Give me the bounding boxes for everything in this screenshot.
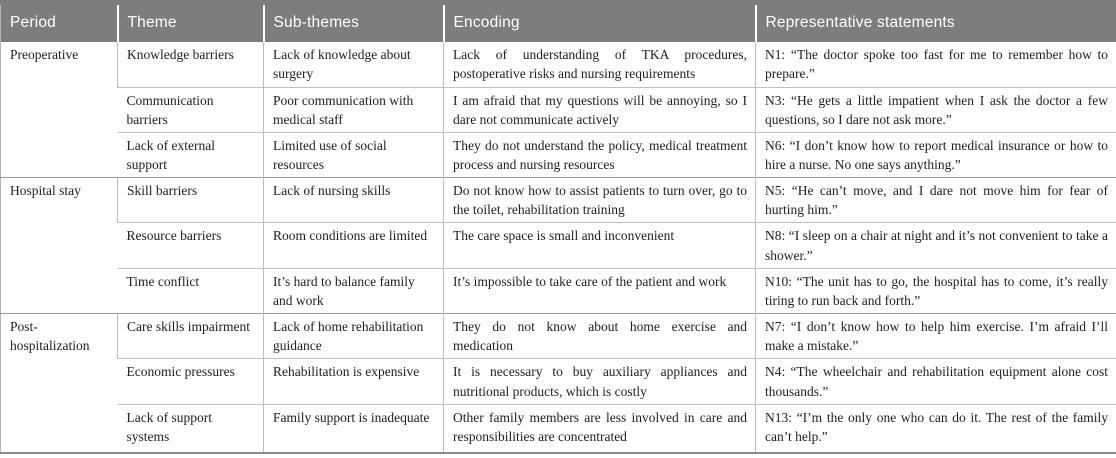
theme-cell: Skill barriers: [118, 178, 264, 223]
statement-cell: N8: “I sleep on a chair at night and it’…: [756, 223, 1116, 268]
statement-cell: N10: “The unit has to go, the hospital h…: [756, 268, 1116, 313]
subtheme-cell: Poor communication with medical staff: [264, 87, 444, 132]
period-cell: Hospital stay: [1, 178, 118, 314]
theme-cell: Communication barriers: [118, 87, 264, 132]
subtheme-cell: It’s hard to balance family and work: [264, 268, 444, 313]
theme-cell: Lack of external support: [118, 132, 264, 177]
column-header-period: Period: [1, 5, 118, 42]
period-cell: Preoperative: [1, 42, 118, 178]
period-cell: Post-hospitalization: [1, 314, 118, 454]
statement-cell: N6: “I don’t know how to report medical …: [756, 132, 1116, 177]
subtheme-cell: Rehabilitation is expensive: [264, 359, 444, 404]
theme-cell: Resource barriers: [118, 223, 264, 268]
column-header-sub-themes: Sub-themes: [264, 5, 444, 42]
subtheme-cell: Limited use of social resources: [264, 132, 444, 177]
encoding-cell: It is necessary to buy auxiliary applian…: [444, 359, 756, 404]
subtheme-cell: Lack of home rehabilitation guidance: [264, 314, 444, 359]
statement-cell: N1: “The doctor spoke too fast for me to…: [756, 42, 1116, 87]
encoding-cell: Do not know how to assist patients to tu…: [444, 178, 756, 223]
encoding-cell: They do not know about home exercise and…: [444, 314, 756, 359]
theme-cell: Knowledge barriers: [118, 42, 264, 87]
subtheme-cell: Lack of nursing skills: [264, 178, 444, 223]
theme-cell: Care skills impairment: [118, 314, 264, 359]
encoding-cell: The care space is small and inconvenient: [444, 223, 756, 268]
theme-cell: Time conflict: [118, 268, 264, 313]
statement-cell: N7: “I don’t know how to help him exerci…: [756, 314, 1116, 359]
subtheme-cell: Family support is inadequate: [264, 404, 444, 453]
encoding-cell: Lack of understanding of TKA procedures,…: [444, 42, 756, 87]
theme-cell: Economic pressures: [118, 359, 264, 404]
encoding-cell: Other family members are less involved i…: [444, 404, 756, 453]
column-header-representative-statements: Representative statements: [756, 5, 1116, 42]
encoding-cell: It’s impossible to take care of the pati…: [444, 268, 756, 313]
column-header-encoding: Encoding: [444, 5, 756, 42]
subtheme-cell: Lack of knowledge about surgery: [264, 42, 444, 87]
statement-cell: N3: “He gets a little impatient when I a…: [756, 87, 1116, 132]
encoding-cell: They do not understand the policy, medic…: [444, 132, 756, 177]
encoding-cell: I am afraid that my questions will be an…: [444, 87, 756, 132]
column-header-theme: Theme: [118, 5, 264, 42]
subtheme-cell: Room conditions are limited: [264, 223, 444, 268]
statement-cell: N5: “He can’t move, and I dare not move …: [756, 178, 1116, 223]
theme-cell: Lack of support systems: [118, 404, 264, 453]
statement-cell: N13: “I’m the only one who can do it. Th…: [756, 404, 1116, 453]
statement-cell: N4: “The wheelchair and rehabilitation e…: [756, 359, 1116, 404]
